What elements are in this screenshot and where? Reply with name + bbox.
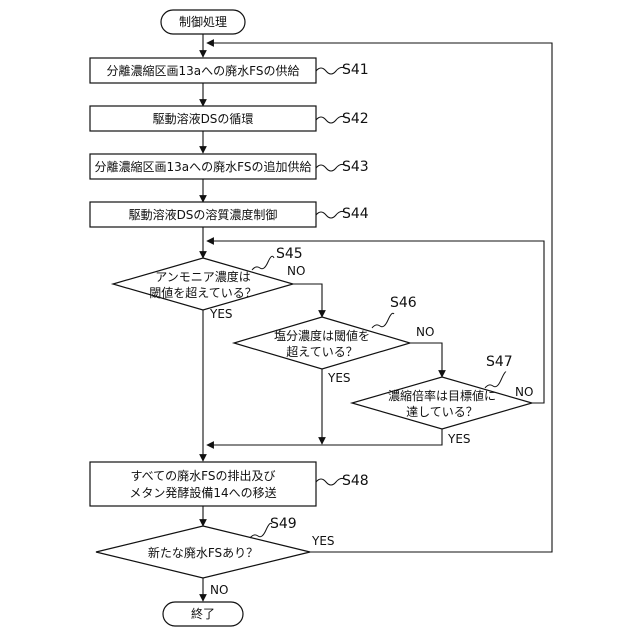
edge-s45-no — [293, 284, 322, 317]
label-s41: S41 — [342, 62, 369, 78]
s47-no-label: NO — [515, 385, 533, 399]
s46-yes-label: YES — [327, 371, 351, 385]
step-s43: 分離濃縮区画13aへの廃水FSの追加供給 — [90, 154, 316, 179]
leader-s45 — [252, 256, 274, 270]
step-s42-text: 駆動溶液DSの循環 — [153, 111, 254, 126]
leader-s46 — [372, 313, 394, 328]
label-s47: S47 — [486, 354, 513, 370]
label-s44: S44 — [342, 206, 369, 222]
end-terminal: 終了 — [163, 602, 243, 626]
label-s45: S45 — [276, 246, 303, 262]
step-s41-text: 分離濃縮区画13aへの廃水FSの供給 — [107, 63, 300, 78]
s45-no-label: NO — [287, 264, 305, 278]
step-s44-text: 駆動溶液DSの溶質濃度制御 — [129, 207, 278, 222]
s45-yes-label: YES — [209, 307, 233, 321]
step-s43-text: 分離濃縮区画13aへの廃水FSの追加供給 — [95, 159, 312, 174]
decision-s47: 濃縮倍率は目標値に 達している？ — [352, 377, 532, 429]
end-label: 終了 — [191, 606, 215, 621]
label-s42: S42 — [342, 111, 369, 127]
start-label: 制御処理 — [179, 14, 227, 29]
decision-s47-line1: 濃縮倍率は目標値に — [388, 388, 496, 403]
leader-s49 — [250, 523, 272, 538]
label-s48: S48 — [342, 473, 369, 489]
step-s48-line1: すべての廃水FSの排出及び — [131, 468, 276, 483]
step-s44: 駆動溶液DSの溶質濃度制御 — [90, 202, 316, 227]
step-s48: すべての廃水FSの排出及び メタン発酵設備14への移送 — [90, 462, 316, 506]
decision-s45-line1: アンモニア濃度は — [155, 269, 251, 284]
leader-s47 — [485, 372, 506, 388]
s49-yes-label: YES — [311, 534, 335, 548]
decision-s47-line2: 達している？ — [406, 405, 478, 419]
edge-s47-yes — [207, 429, 442, 445]
label-s43: S43 — [342, 159, 369, 175]
step-s42: 駆動溶液DSの循環 — [90, 106, 316, 131]
decision-s49: 新たな廃水FSあり？ — [96, 526, 310, 578]
decision-s46-line2: 超えている？ — [286, 344, 357, 359]
decision-s49-text: 新たな廃水FSあり？ — [148, 545, 258, 560]
s49-no-label: NO — [210, 583, 228, 597]
s47-yes-label: YES — [447, 432, 471, 446]
decision-s45-line2: 閾値を超えている？ — [149, 285, 256, 300]
s46-no-label: NO — [416, 325, 434, 339]
decision-s46: 塩分濃度は閾値を 超えている？ — [234, 317, 410, 369]
label-s46: S46 — [390, 295, 417, 311]
edge-s46-no — [410, 343, 442, 377]
label-s49: S49 — [270, 516, 297, 532]
start-terminal: 制御処理 — [161, 10, 245, 34]
step-s48-line2: メタン発酵設備14への移送 — [129, 485, 276, 500]
decision-s46-line1: 塩分濃度は閾値を — [274, 328, 370, 343]
step-s41: 分離濃縮区画13aへの廃水FSの供給 — [90, 58, 316, 83]
edge-s47-no — [207, 241, 544, 403]
